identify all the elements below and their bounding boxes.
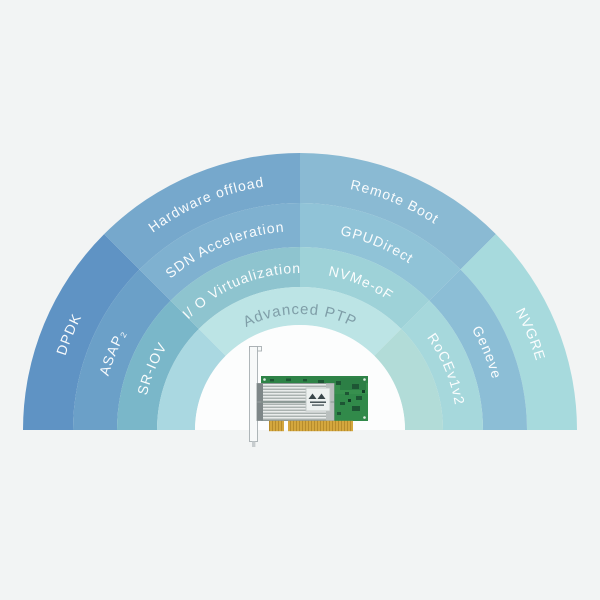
segment-gpudirect — [300, 203, 461, 301]
segment-ring4-0 — [157, 328, 226, 430]
segment-hardware-offload — [104, 153, 300, 270]
segment-rocev1v2 — [401, 300, 483, 430]
ring-segments — [23, 153, 577, 430]
segment-dpdk — [23, 234, 140, 430]
segment-sr-iov — [117, 300, 199, 430]
segment-ring4-2 — [374, 328, 444, 430]
segment-sdn-acceleration — [139, 203, 300, 301]
segment-geneve — [429, 269, 527, 430]
segment-nvgre — [460, 234, 577, 430]
card-chip — [305, 387, 331, 412]
segment-nvme-of — [300, 247, 430, 329]
network-card-image — [249, 346, 368, 447]
segment-advanced-ptp — [198, 286, 402, 356]
card-edge-connector — [269, 420, 353, 432]
chip-logo — [308, 393, 326, 406]
segment-i-o-virtualization — [170, 247, 300, 329]
segment-asap — [73, 269, 171, 430]
segment-remote-boot — [300, 153, 496, 270]
